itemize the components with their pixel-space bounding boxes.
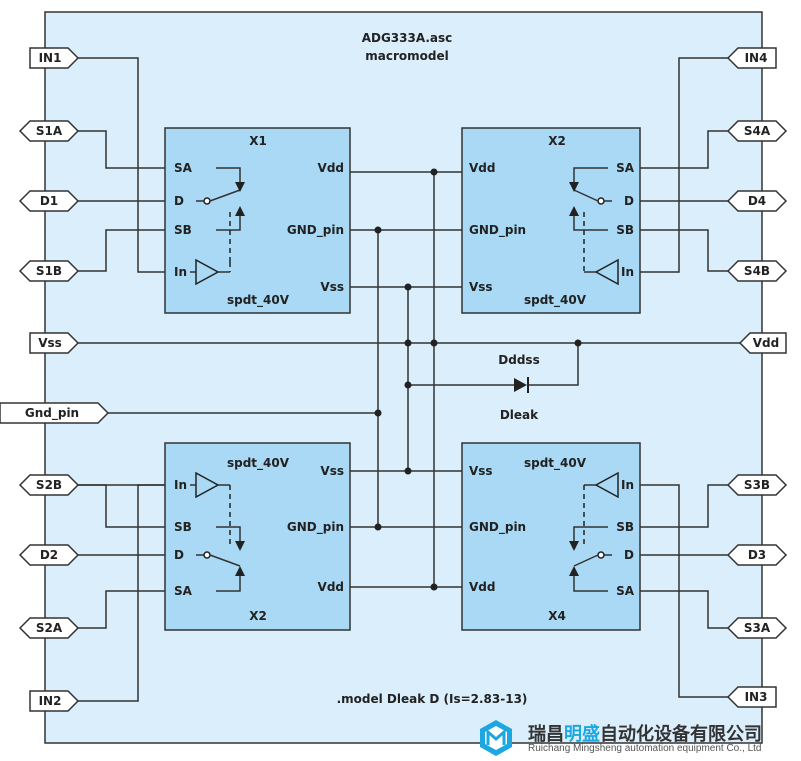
chip-x4: spdt_40V Vss GND_pin Vdd In SB D SA X4 [461, 442, 641, 631]
port-s4b: S4B [726, 260, 788, 282]
pin-sa: SA [616, 584, 635, 598]
pin-sb: SB [616, 223, 634, 237]
chip-x2-top: X2 Vdd GND_pin Vss SA D SB In spdt_40V [461, 127, 641, 314]
company-logo-icon [480, 720, 512, 756]
port-in2: IN2 [29, 690, 80, 712]
svg-text:S3A: S3A [744, 621, 771, 635]
diode-dleak [514, 377, 529, 393]
pin-sb: SB [616, 520, 634, 534]
port-vdd: Vdd [738, 332, 787, 354]
pin-d: D [174, 548, 184, 562]
svg-text:Gnd_pin: Gnd_pin [25, 406, 79, 421]
pin-in: In [621, 478, 634, 492]
svg-text:IN3: IN3 [745, 690, 768, 704]
pin-gnd: GND_pin [287, 520, 344, 535]
svg-text:Vdd: Vdd [753, 336, 779, 350]
chip-type: spdt_40V [227, 293, 290, 308]
title-line-2: macromodel [365, 49, 448, 63]
svg-text:D1: D1 [40, 194, 58, 208]
pin-vdd: Vdd [469, 580, 495, 594]
pin-vdd: Vdd [469, 161, 495, 175]
pin-vdd: Vdd [318, 580, 344, 594]
title-line-1: ADG333A.asc [362, 31, 453, 45]
chip-x1: X1 SA D SB In Vdd GND_pin Vss spdt_40V [164, 127, 351, 314]
port-in1: IN1 [29, 47, 80, 69]
company-name-cn: 瑞昌明盛自动化设备有限公司 [528, 724, 762, 745]
svg-text:S1A: S1A [36, 124, 63, 138]
port-d3: D3 [726, 544, 788, 566]
chip-type: spdt_40V [227, 456, 290, 471]
diode-top-label: Dddss [498, 353, 539, 367]
company-name-en: Ruichang Mingsheng automation equipment … [528, 743, 762, 754]
svg-text:IN2: IN2 [39, 694, 62, 708]
chip-ref: X1 [249, 134, 267, 148]
chip-x2-bottom: spdt_40V In SB D SA Vss GND_pin Vdd X2 [164, 442, 351, 631]
junction-dots [374, 168, 582, 591]
port-gnd-pin: Gnd_pin [0, 402, 110, 424]
macromodel-boundary [44, 11, 763, 744]
pin-vss: Vss [320, 464, 344, 478]
chip-ref: X2 [249, 609, 267, 623]
pin-gnd: GND_pin [287, 223, 344, 238]
pin-d: D [174, 194, 184, 208]
port-s3b: S3B [726, 474, 788, 496]
pin-in: In [174, 478, 187, 492]
pin-sb: SB [174, 520, 192, 534]
svg-text:D4: D4 [748, 194, 766, 208]
pin-d: D [624, 194, 634, 208]
pin-vss: Vss [469, 280, 493, 294]
diode-bottom-label: Dleak [500, 408, 539, 422]
pin-gnd: GND_pin [469, 520, 526, 535]
port-s4a: S4A [726, 120, 788, 142]
pin-vss: Vss [469, 464, 493, 478]
chip-ref: X4 [548, 609, 566, 623]
chip-type: spdt_40V [524, 293, 587, 308]
port-vss: Vss [29, 332, 80, 354]
svg-text:S3B: S3B [744, 478, 770, 492]
pin-d: D [624, 548, 634, 562]
port-s2b: S2B [18, 474, 80, 496]
port-s1b: S1B [18, 260, 80, 282]
svg-text:D3: D3 [748, 548, 766, 562]
chip-type: spdt_40V [524, 456, 587, 471]
port-s3a: S3A [726, 617, 788, 639]
port-d1: D1 [18, 190, 80, 212]
company-watermark: 瑞昌明盛自动化设备有限公司 Ruichang Mingsheng automat… [472, 716, 801, 761]
pin-gnd: GND_pin [469, 223, 526, 238]
port-d4: D4 [726, 190, 788, 212]
svg-text:D2: D2 [40, 548, 58, 562]
svg-text:S4B: S4B [744, 264, 770, 278]
port-in3: IN3 [726, 686, 777, 708]
svg-text:IN4: IN4 [745, 51, 768, 65]
pin-in: In [174, 265, 187, 279]
pin-sa: SA [616, 161, 635, 175]
pin-in: In [621, 265, 634, 279]
pin-sb: SB [174, 223, 192, 237]
pin-vdd: Vdd [318, 161, 344, 175]
model-statement: .model Dleak D (Is=2.83-13) [337, 692, 528, 706]
pin-sa: SA [174, 584, 193, 598]
svg-text:S2A: S2A [36, 621, 63, 635]
pin-sa: SA [174, 161, 193, 175]
svg-text:S2B: S2B [36, 478, 62, 492]
port-in4: IN4 [726, 47, 777, 69]
chip-ref: X2 [548, 134, 566, 148]
svg-text:Vss: Vss [38, 336, 62, 350]
svg-text:S4A: S4A [744, 124, 771, 138]
pin-vss: Vss [320, 280, 344, 294]
port-s2a: S2A [18, 617, 80, 639]
port-d2: D2 [18, 544, 80, 566]
port-s1a: S1A [18, 120, 80, 142]
svg-text:IN1: IN1 [39, 51, 62, 65]
svg-text:S1B: S1B [36, 264, 62, 278]
